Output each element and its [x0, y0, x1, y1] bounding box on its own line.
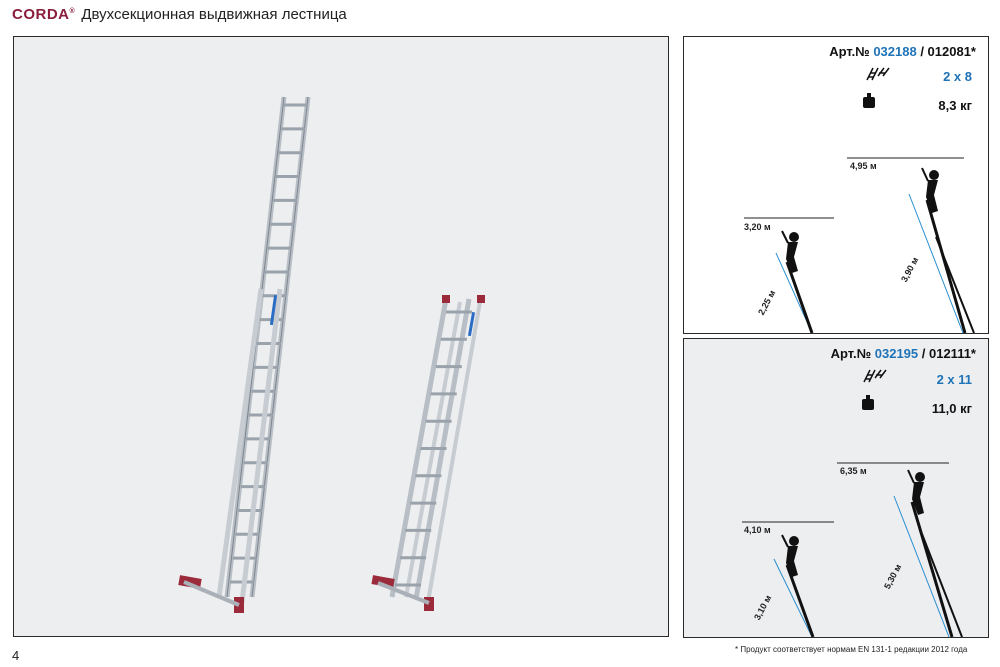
rungs-value: 2 x 8 — [943, 69, 972, 84]
weight-value: 11,0 кг — [931, 401, 972, 416]
spec-panel-032195: Арт.№ 032195 / 012111* 2 x 11 11,0 кг 4,… — [683, 338, 989, 638]
retracted-ladder — [371, 295, 485, 611]
working-height-small: 4,10 м — [744, 525, 771, 535]
weight-value: 8,3 кг — [938, 98, 972, 113]
article-number: Арт.№ 032188 / 012081* — [829, 44, 976, 59]
rungs-value: 2 x 11 — [936, 372, 972, 387]
ladder-rungs-icon — [866, 67, 890, 81]
brand-logo: CORDA® — [12, 6, 76, 23]
footnote: * Продукт соответствует нормам EN 131-1 … — [735, 645, 968, 654]
height-diagram — [744, 157, 975, 333]
worker-figure-large — [907, 469, 925, 515]
ladder-rungs-icon — [863, 369, 887, 383]
product-photo — [13, 36, 669, 637]
article-number: Арт.№ 032195 / 012111* — [830, 346, 976, 361]
ladders-illustration — [178, 96, 485, 613]
worker-figure-large — [921, 167, 939, 213]
page-title: Двухсекционная выдвижная лестница — [81, 6, 347, 23]
working-height-large: 6,35 м — [840, 466, 867, 476]
extended-ladder — [178, 96, 311, 613]
worker-figure-small — [781, 534, 799, 577]
working-height-large: 4,95 м — [850, 161, 877, 171]
page-header: CORDA® Двухсекционная выдвижная лестница — [12, 6, 347, 23]
weight-icon — [863, 93, 875, 108]
spec-panel-032188: Арт.№ 032188 / 012081* 2 x 8 8,3 кг 3,20… — [683, 36, 989, 334]
weight-icon — [862, 395, 874, 410]
working-height-small: 3,20 м — [744, 222, 771, 232]
worker-figure-small — [781, 230, 799, 273]
height-diagram — [742, 462, 963, 637]
page-number: 4 — [12, 648, 20, 663]
